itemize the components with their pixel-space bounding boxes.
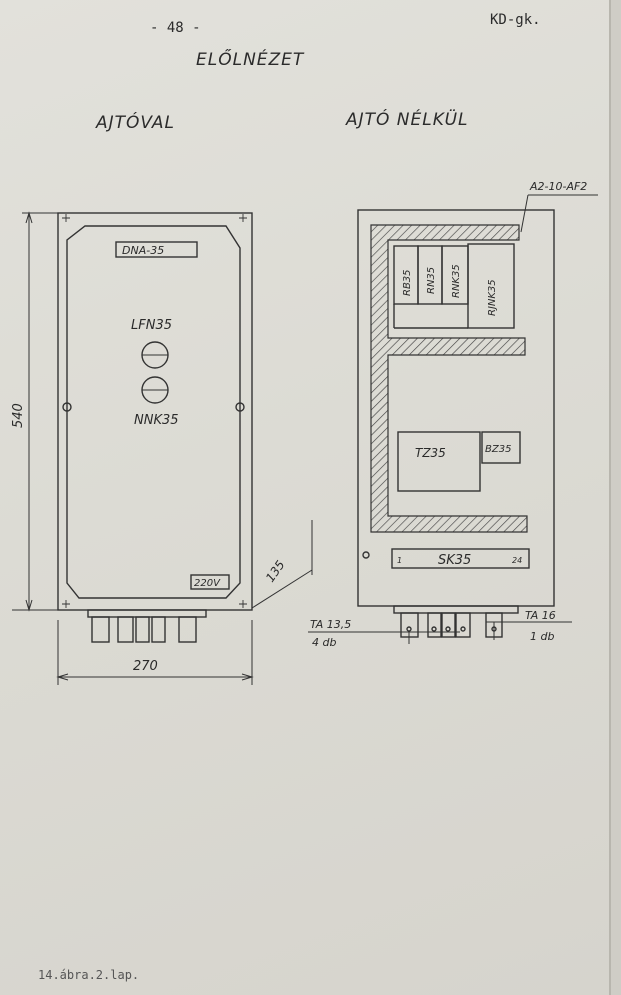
hatched-mounting-frame [370,224,528,533]
view-title: ELŐLNÉZET [196,50,305,70]
module-label-rjnk35: RJNK35 [487,279,498,316]
door-hinge-right [235,402,245,412]
door-outline [66,225,241,599]
base-strip-left [87,609,207,618]
right-terminal-type: TA 16 [525,609,556,622]
voltage-label-box [190,574,230,590]
left-terminal-type: TA 13,5 [310,618,351,631]
height-dimension-value: 540 [11,403,26,428]
right-terminal-count: 1 db [530,630,554,643]
terminal-label-leaders [308,621,572,644]
depth-dimension-line [251,520,313,609]
frame-hole [362,551,370,559]
lower-lamp-label: NNK35 [134,413,179,428]
module-label-rn35: RN35 [426,267,437,294]
right-view-title: AJTÓ NÉLKÜL [346,110,469,130]
terminal-strip-end: 24 [512,556,522,565]
left-terminal-count: 4 db [312,636,336,649]
width-dimension-value: 270 [133,659,158,674]
height-dimension-line [12,211,90,612]
upper-lamp-label: LFN35 [131,318,172,333]
cabinet-outline-left [57,212,253,611]
terminal-strip-start: 1 [397,556,402,565]
depth-dimension-value: 135 [263,558,288,585]
module-label-rnk35: RNK35 [451,264,462,298]
voltage-label: 220V [194,578,221,589]
frame-label-leader [520,194,598,233]
relay-modules [393,243,515,329]
nameplate-label: DNA-35 [122,244,164,257]
nameplate-box [115,241,198,258]
terminal-strip-label: SK35 [438,553,471,568]
base-strip-right [393,605,519,614]
frame-label: A2-10-AF2 [529,180,587,193]
width-dimension-line [56,620,254,685]
bottom-connectors-right [400,612,503,638]
bz-module-box [481,431,521,464]
figure-caption: 14.ábra.2.lap. [38,968,140,982]
document-code: KD-gk. [490,12,541,28]
door-hinge-left [62,402,72,412]
corner-screws [62,214,247,608]
page-number: - 48 - [150,20,201,36]
left-view-title: AJTÓVAL [96,113,175,133]
bz-module-label: BZ35 [485,444,511,455]
terminal-strip-box [391,548,530,569]
tz-module-box [397,431,481,492]
module-label-rb35: RB35 [402,269,413,296]
tz-module-label: TZ35 [415,446,446,460]
bottom-connectors-left [91,616,197,643]
